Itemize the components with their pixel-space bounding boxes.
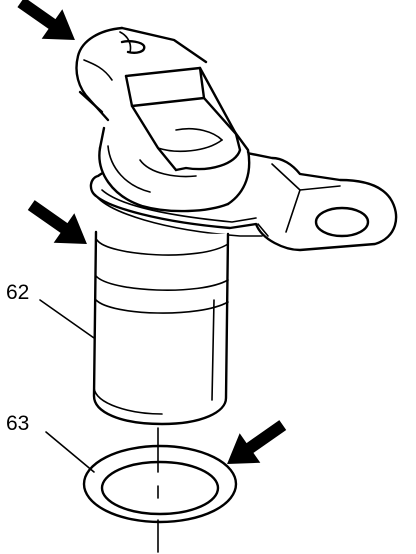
arrow-icon — [17, 0, 75, 41]
arrow-icon — [27, 200, 87, 245]
callout-62-label: 62 — [6, 281, 29, 304]
o-ring-seal — [82, 444, 238, 524]
callout-63-label: 63 — [6, 412, 29, 435]
connector-plug — [74, 26, 242, 172]
arrow-icon — [227, 420, 287, 465]
callout-62-leader — [39, 299, 95, 339]
callout-63-leader — [45, 431, 95, 473]
mounting-hole — [314, 206, 370, 238]
sensor-body — [92, 230, 230, 426]
